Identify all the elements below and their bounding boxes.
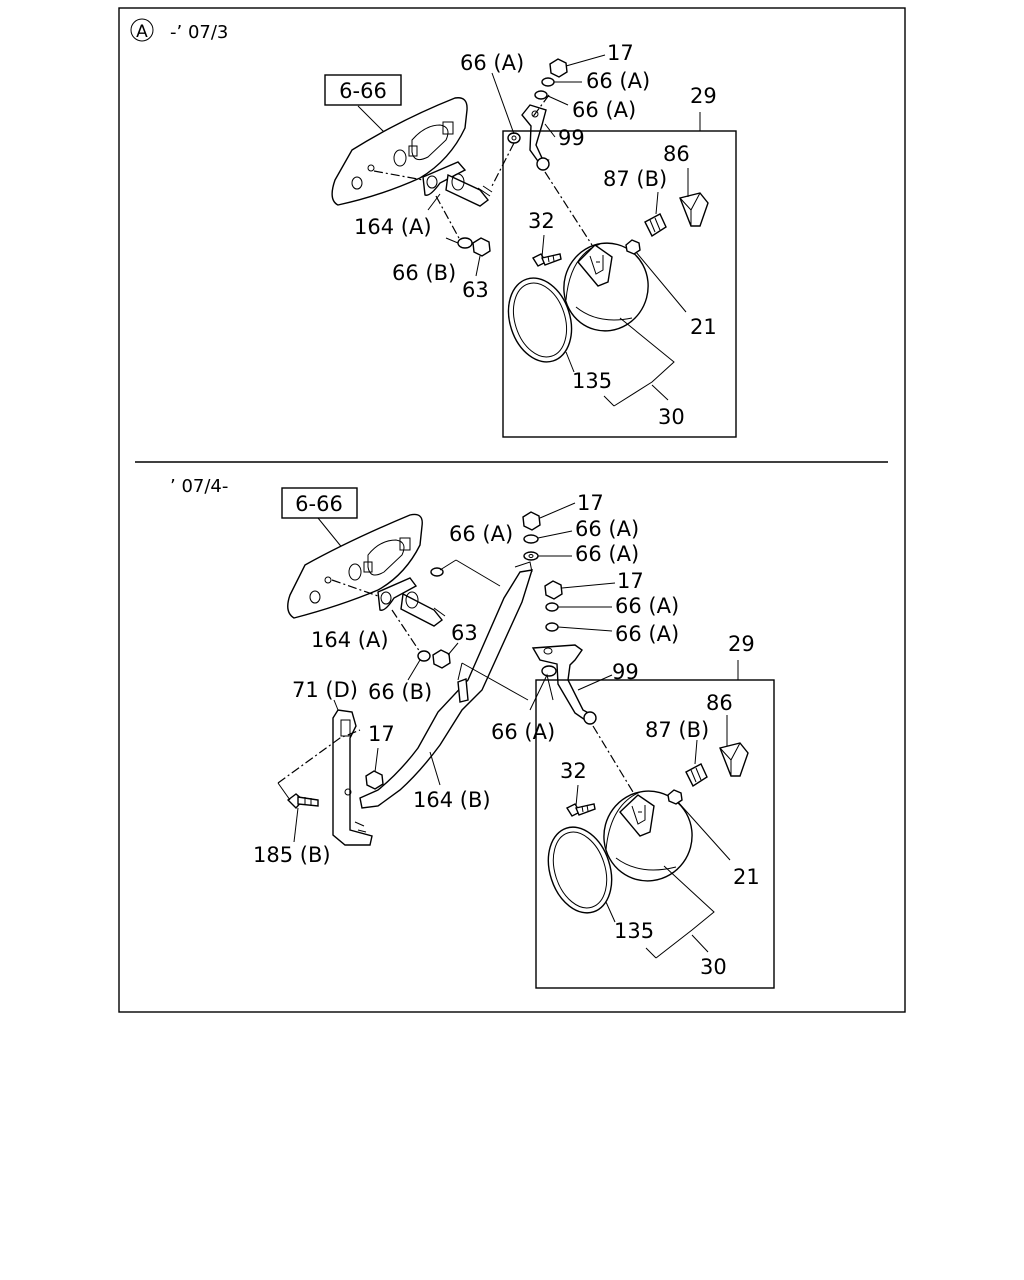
- nut-17: [549, 58, 568, 78]
- callout: 99: [612, 660, 639, 684]
- reference-box-label: 6-66: [295, 492, 343, 516]
- callout: 71 (D): [292, 678, 358, 702]
- washer-66a: [523, 551, 539, 561]
- callout: 164 (A): [311, 628, 389, 652]
- callout: 66 (A): [449, 522, 513, 546]
- callout: 66 (B): [368, 680, 432, 704]
- nut-17: [544, 580, 563, 600]
- period-label: ’ 07/4-: [170, 476, 228, 497]
- diagram-frame: [118, 7, 906, 1013]
- callout: 63: [451, 621, 478, 645]
- connector-87b: [644, 213, 667, 238]
- callout: 164 (B): [413, 788, 491, 812]
- nut-21: [625, 239, 641, 255]
- callout: 29: [690, 84, 717, 108]
- callout: 164 (A): [354, 215, 432, 239]
- callout: 185 (B): [253, 843, 331, 867]
- section-marker: A: [136, 22, 148, 42]
- section-bottom: ’ 07/4- 6-66: [170, 476, 775, 989]
- callout: 21: [733, 865, 760, 889]
- callout: 30: [700, 955, 727, 979]
- stay-99: [531, 644, 596, 723]
- callout: 32: [560, 759, 587, 783]
- callout: 66 (A): [615, 594, 679, 618]
- bracket-71d: [332, 709, 373, 846]
- callout: 30: [658, 405, 685, 429]
- callout: 66 (A): [615, 622, 679, 646]
- callout: 66 (A): [572, 98, 636, 122]
- reference-box: [281, 487, 358, 519]
- washer-66a-3: [507, 132, 521, 144]
- callout: 86: [663, 142, 690, 166]
- washer-66a: [541, 665, 557, 677]
- callout: 29: [728, 632, 755, 656]
- callout: 21: [690, 315, 717, 339]
- callout: 135: [614, 919, 654, 943]
- lamp-assembly-box: [502, 130, 737, 438]
- callout: 66 (B): [392, 261, 456, 285]
- bracket-164a: [377, 577, 418, 611]
- stud: [457, 678, 469, 703]
- section-marker-circle: [130, 18, 154, 42]
- washer-66a-1: [541, 77, 555, 87]
- lamp-lens: [547, 826, 613, 914]
- callout: 99: [558, 126, 585, 150]
- callout: 66 (A): [586, 69, 650, 93]
- callout: 87 (B): [603, 167, 667, 191]
- reference-box-label: 6-66: [339, 79, 387, 103]
- nut-63: [432, 649, 451, 669]
- cover-86: [719, 742, 749, 777]
- callout: 17: [607, 41, 634, 65]
- washer-66b: [417, 650, 431, 662]
- lamp-assembly-box: [535, 679, 775, 989]
- callout: 135: [572, 369, 612, 393]
- nut-17: [522, 511, 541, 531]
- nut-17: [365, 770, 384, 790]
- callout: 66 (A): [460, 51, 524, 75]
- callout: 32: [528, 209, 555, 233]
- callout: 63: [462, 278, 489, 302]
- lamp-lens: [507, 277, 573, 363]
- callout: 17: [577, 491, 604, 515]
- washer-66a: [545, 602, 559, 612]
- connector-87b: [685, 763, 708, 788]
- washer-66a: [545, 622, 559, 632]
- washer-66a-2: [534, 90, 548, 100]
- reference-box: [324, 74, 402, 106]
- callout: 66 (A): [575, 542, 639, 566]
- section-top: A -’ 07/3 6-66: [130, 18, 737, 438]
- callout: 17: [368, 722, 395, 746]
- nut-21: [667, 789, 683, 805]
- callout: 17: [617, 569, 644, 593]
- period-label: -’ 07/3: [170, 22, 228, 43]
- washer-66a: [523, 534, 539, 544]
- callout: 66 (A): [575, 517, 639, 541]
- callout: 86: [706, 691, 733, 715]
- washer-66b: [457, 237, 473, 249]
- callout: 66 (A): [491, 720, 555, 744]
- cover-86: [679, 192, 709, 227]
- nut-63: [472, 237, 491, 257]
- stay-164b: [359, 569, 534, 809]
- callout: 87 (B): [645, 718, 709, 742]
- mounting-plate: [331, 97, 468, 206]
